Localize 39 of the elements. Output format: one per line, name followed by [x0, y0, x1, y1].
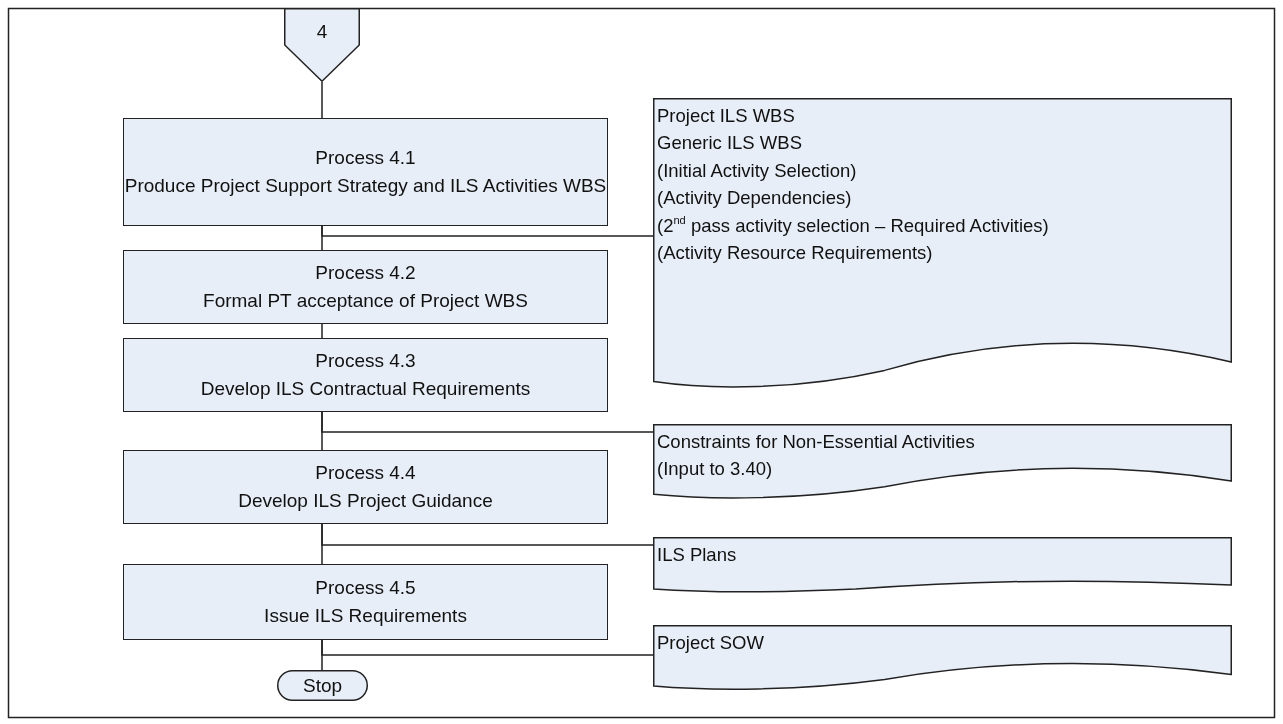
- process-description: Develop ILS Contractual Requirements: [200, 377, 531, 401]
- connector-line: [321, 225, 654, 237]
- connector-line: [321, 411, 654, 433]
- process-description: Issue ILS Requirements: [264, 604, 467, 628]
- connector-line: [321, 523, 654, 546]
- document-entry: (Initial Activity Selection): [657, 158, 858, 183]
- process-title: Process 4.1: [315, 145, 416, 170]
- document-shape: [653, 98, 1232, 390]
- connector-label: 4: [316, 21, 328, 43]
- process-title: Process 4.2: [315, 260, 416, 285]
- connector-line: [321, 639, 654, 656]
- document-entry: (Activity Dependencies): [657, 186, 853, 211]
- document-entry: Constraints for Non-Essential Activities: [657, 430, 976, 454]
- process-box: [123, 118, 608, 226]
- document-entry: ILS Plans: [657, 543, 738, 567]
- process-box: [123, 450, 608, 524]
- document-shape: [653, 424, 1232, 500]
- terminator: [277, 670, 368, 701]
- document-entry: Generic ILS WBS: [657, 131, 803, 156]
- document-shape: [653, 625, 1232, 691]
- connector-line: [321, 81, 323, 119]
- document-entry: (Input to 3.40): [657, 457, 774, 482]
- document-shape: [653, 537, 1232, 593]
- process-title: Process 4.3: [315, 348, 416, 373]
- document-entry: (Activity Resource Requirements): [657, 240, 934, 265]
- process-description: Formal PT acceptance of Project WBS: [203, 289, 528, 313]
- process-description: Develop ILS Project Guidance: [238, 489, 493, 513]
- offpage-connector: [284, 8, 360, 82]
- process-box: [123, 564, 608, 640]
- document-entry: Project SOW: [657, 631, 765, 655]
- terminator-label: Stop: [302, 674, 343, 697]
- process-description: Produce Project Support Strategy and ILS Activities WBS: [124, 174, 607, 198]
- process-title: Process 4.5: [315, 575, 416, 600]
- document-entry: Project ILS WBS: [657, 104, 796, 128]
- document-entry: (2$^{nd}$ pass activity selection – Required Activities): [657, 212, 1050, 238]
- process-box: [123, 250, 608, 324]
- process-box: [123, 338, 608, 412]
- process-title: Process 4.4: [315, 460, 416, 485]
- connector-line: [321, 323, 323, 339]
